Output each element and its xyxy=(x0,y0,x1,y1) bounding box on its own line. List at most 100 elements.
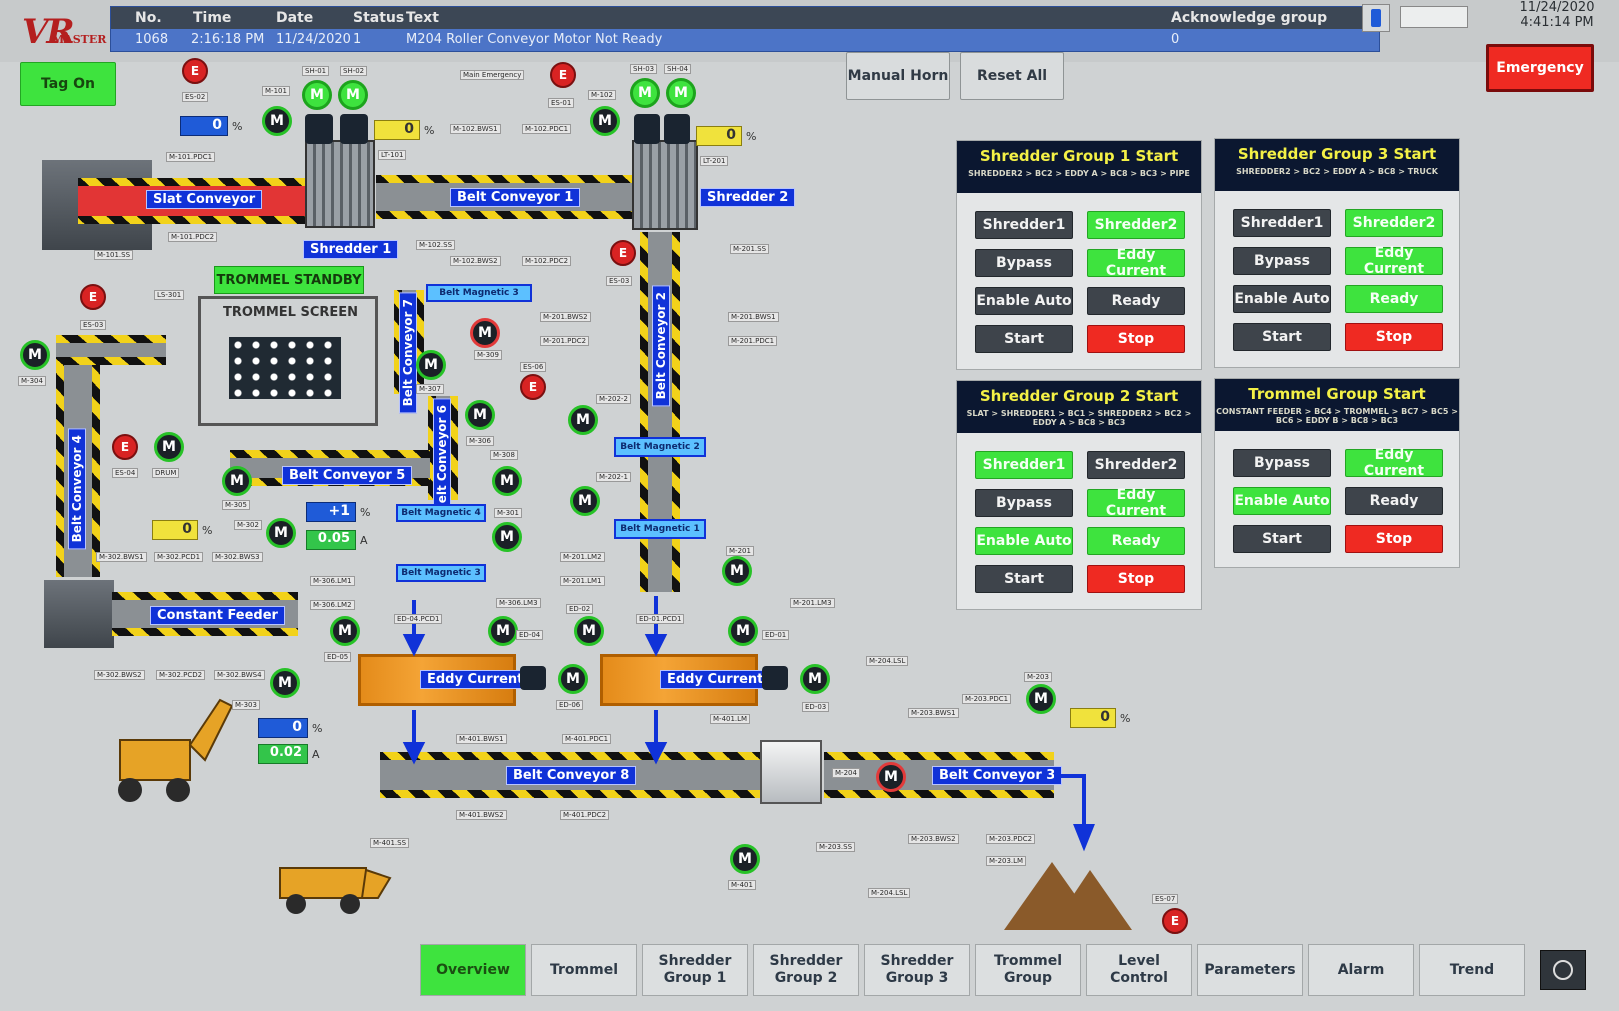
eddy-current-button[interactable]: Eddy Current xyxy=(1345,447,1443,479)
stop-button[interactable]: Stop xyxy=(1345,525,1443,553)
nav-trommel[interactable]: Trommel xyxy=(531,944,637,996)
motor-icon[interactable]: M xyxy=(590,106,620,136)
col-date[interactable]: Date xyxy=(276,10,314,26)
shredder1-button[interactable]: Shredder1 xyxy=(1233,209,1331,237)
alarm-view[interactable]: No. Time Date Status Text Acknowledge gr… xyxy=(110,6,1380,52)
motor-icon[interactable]: M xyxy=(266,518,296,548)
emergency-stop-icon[interactable]: E xyxy=(1162,908,1188,934)
motor-icon[interactable]: M xyxy=(262,106,292,136)
start-button[interactable]: Start xyxy=(975,325,1073,353)
emergency-stop-icon[interactable]: E xyxy=(610,240,636,266)
motor-icon[interactable]: M xyxy=(222,466,252,496)
motor-icon[interactable]: M xyxy=(876,762,906,792)
col-no[interactable]: No. xyxy=(135,10,162,26)
power-button[interactable] xyxy=(1540,950,1586,990)
belt-magnetic-3-top[interactable]: Belt Magnetic 3 xyxy=(426,284,532,302)
nav-shredder-group-3[interactable]: Shredder Group 3 xyxy=(864,944,970,996)
ready-button[interactable]: Ready xyxy=(1345,487,1443,515)
enable-auto-button[interactable]: Enable Auto xyxy=(975,527,1073,555)
motor-icon[interactable]: M xyxy=(1026,684,1056,714)
bypass-button[interactable]: Bypass xyxy=(975,489,1073,517)
nav-parameters[interactable]: Parameters xyxy=(1197,944,1303,996)
emergency-stop-icon[interactable]: E xyxy=(112,434,138,460)
motor-icon[interactable]: M xyxy=(338,80,368,110)
emergency-button[interactable]: Emergency xyxy=(1486,44,1594,92)
ready-button[interactable]: Ready xyxy=(1087,527,1185,555)
motor-icon[interactable]: M xyxy=(800,664,830,694)
motor-icon[interactable]: M xyxy=(20,340,50,370)
belt-magnetic-3[interactable]: Belt Magnetic 3 xyxy=(396,564,486,582)
motor-icon[interactable]: M xyxy=(728,616,758,646)
motor-icon[interactable]: M xyxy=(492,522,522,552)
bypass-button[interactable]: Bypass xyxy=(1233,449,1331,477)
shredder1-button[interactable]: Shredder1 xyxy=(975,451,1073,479)
col-text[interactable]: Text xyxy=(406,10,439,26)
motor-icon[interactable]: M xyxy=(492,466,522,496)
belt-magnetic-4[interactable]: Belt Magnetic 4 xyxy=(396,504,486,522)
nav-trend[interactable]: Trend xyxy=(1419,944,1525,996)
trommel-increment-value[interactable]: +1 xyxy=(306,502,356,522)
motor-icon[interactable]: M xyxy=(730,844,760,874)
ready-button[interactable]: Ready xyxy=(1087,287,1185,315)
motor-icon[interactable]: M xyxy=(558,664,588,694)
enable-auto-button[interactable]: Enable Auto xyxy=(1233,285,1331,313)
info-button[interactable] xyxy=(1362,4,1390,32)
bypass-button[interactable]: Bypass xyxy=(1233,247,1331,275)
trommel-screen[interactable]: TROMMEL SCREEN xyxy=(198,296,378,426)
motor-icon[interactable]: M xyxy=(470,318,500,348)
motor-icon[interactable]: M xyxy=(568,405,598,435)
col-time[interactable]: Time xyxy=(193,10,232,26)
motor-icon[interactable]: M xyxy=(416,350,446,380)
motor-icon[interactable]: M xyxy=(722,556,752,586)
start-button[interactable]: Start xyxy=(1233,323,1331,351)
start-button[interactable]: Start xyxy=(1233,525,1331,553)
stop-button[interactable]: Stop xyxy=(1087,325,1185,353)
motor-icon[interactable]: M xyxy=(302,80,332,110)
emergency-stop-icon[interactable]: E xyxy=(520,374,546,400)
belt-magnetic-1[interactable]: Belt Magnetic 1 xyxy=(614,519,706,539)
motor-icon[interactable]: M xyxy=(270,668,300,698)
eddy-current-button[interactable]: Eddy Current xyxy=(1345,245,1443,277)
shredder2-button[interactable]: Shredder2 xyxy=(1087,451,1185,479)
motor-icon[interactable]: M xyxy=(488,616,518,646)
motor-icon[interactable]: M xyxy=(666,78,696,108)
stop-button[interactable]: Stop xyxy=(1087,565,1185,593)
enable-auto-button[interactable]: Enable Auto xyxy=(975,287,1073,315)
nav-shredder-group-1[interactable]: Shredder Group 1 xyxy=(642,944,748,996)
reset-all-button[interactable]: Reset All xyxy=(960,52,1064,100)
motor-icon[interactable]: M xyxy=(465,400,495,430)
motor-icon[interactable]: M xyxy=(574,616,604,646)
nav-shredder-group-2[interactable]: Shredder Group 2 xyxy=(753,944,859,996)
emergency-stop-icon[interactable]: E xyxy=(550,62,576,88)
slat-conveyor[interactable] xyxy=(78,178,308,224)
nav-level-control[interactable]: Level Control xyxy=(1086,944,1192,996)
motor-icon[interactable]: M xyxy=(630,78,660,108)
eddy-current-button[interactable]: Eddy Current xyxy=(1087,247,1185,279)
shredder1-button[interactable]: Shredder1 xyxy=(975,211,1073,239)
motor-icon[interactable]: M xyxy=(570,486,600,516)
emergency-stop-icon[interactable]: E xyxy=(182,58,208,84)
nav-alarm[interactable]: Alarm xyxy=(1308,944,1414,996)
alarm-row[interactable]: 1068 2:16:18 PM 11/24/2020 1 M204 Roller… xyxy=(111,29,1379,53)
enable-auto-button[interactable]: Enable Auto xyxy=(1233,487,1331,515)
nav-overview[interactable]: Overview xyxy=(420,944,526,996)
belt-magnetic-2[interactable]: Belt Magnetic 2 xyxy=(614,437,706,457)
motor-icon[interactable]: M xyxy=(154,432,184,462)
emergency-stop-icon[interactable]: E xyxy=(80,284,106,310)
motor-icon[interactable]: M xyxy=(330,616,360,646)
nav-trommel-group[interactable]: Trommel Group xyxy=(975,944,1081,996)
stop-button[interactable]: Stop xyxy=(1345,323,1443,351)
col-status[interactable]: Status xyxy=(353,10,405,26)
col-ack[interactable]: Acknowledge group xyxy=(1171,10,1328,26)
bypass-button[interactable]: Bypass xyxy=(975,249,1073,277)
eddy-current-button[interactable]: Eddy Current xyxy=(1087,487,1185,519)
shredder-2[interactable] xyxy=(632,140,698,230)
shredder2-button[interactable]: Shredder2 xyxy=(1345,209,1443,237)
manual-horn-button[interactable]: Manual Horn xyxy=(846,52,950,100)
user-field[interactable] xyxy=(1400,6,1468,28)
tag-on-button[interactable]: Tag On xyxy=(20,62,116,106)
belt-conveyor-1[interactable] xyxy=(376,175,632,219)
start-button[interactable]: Start xyxy=(975,565,1073,593)
ready-button[interactable]: Ready xyxy=(1345,285,1443,313)
shredder2-button[interactable]: Shredder2 xyxy=(1087,211,1185,239)
